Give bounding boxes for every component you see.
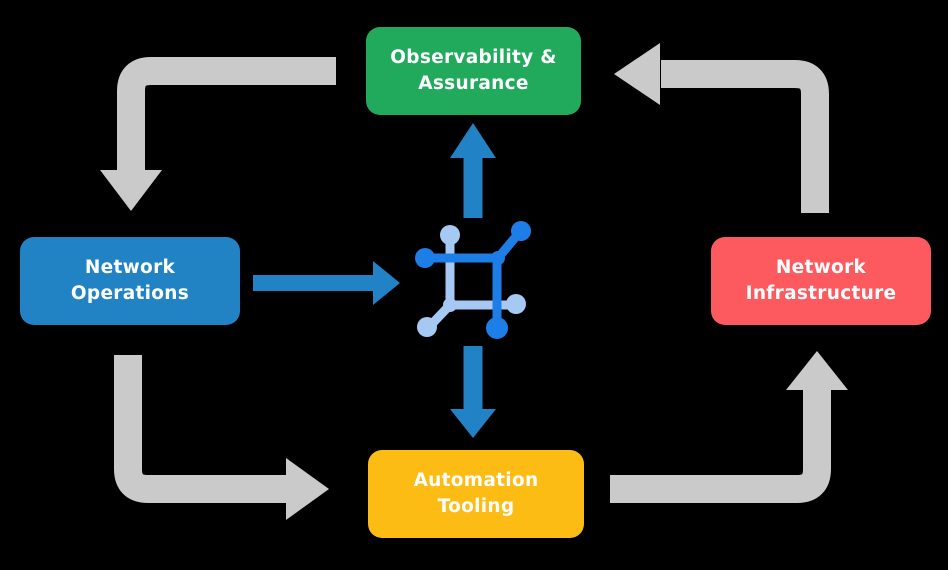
network-mesh-icon-dark-lines [415,221,531,339]
node-label-line: Assurance [418,73,529,94]
node-label-line: Tooling [437,496,515,517]
data-arrow-icon-to-automation [450,346,496,438]
node-network-operations: Network Operations [20,237,240,325]
node-label-line: Operations [70,283,190,304]
node-label-line: Observability & [390,47,557,68]
flow-arrow-automation-to-infrastructure [610,351,848,503]
node-network-infrastructure: Network Infrastructure [711,237,931,325]
node-label-line: Network [775,257,867,278]
node-automation-tooling: Automation Tooling [368,450,584,538]
data-arrow-icon-to-observability [450,123,496,218]
flow-arrow-operations-to-automation [114,355,329,520]
flow-arrow-infrastructure-to-observability [614,43,829,213]
node-label-line: Automation [413,470,539,491]
network-mesh-icon [415,221,531,339]
node-label-line: Infrastructure [745,283,897,304]
data-arrow-operations-to-icon [253,261,400,305]
node-label-line: Network [84,257,176,278]
node-observability-assurance: Observability & Assurance [366,27,581,115]
flow-arrow-observability-to-operations [100,57,336,211]
